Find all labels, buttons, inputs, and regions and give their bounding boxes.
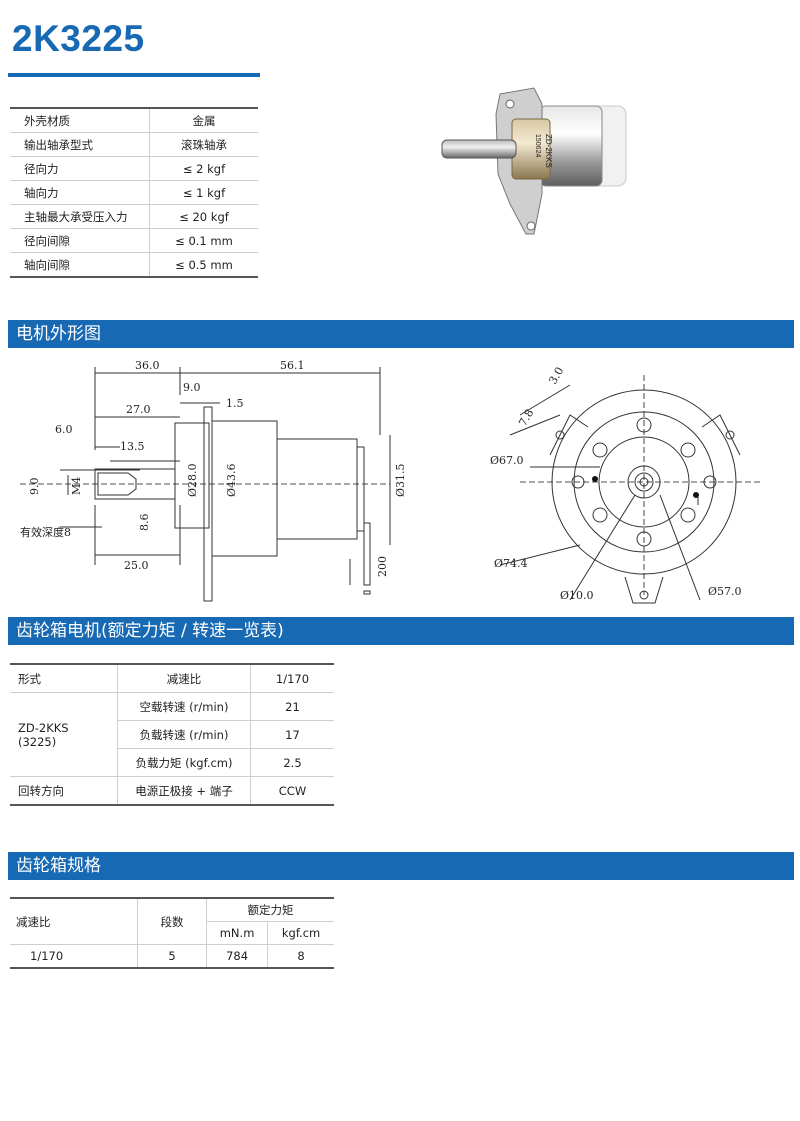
dim-label: Ø10.0	[560, 589, 594, 602]
model-sub: (3225)	[18, 734, 57, 749]
direction-condition: 电源正极接 + 端子	[117, 776, 251, 806]
spec-value: ≤ 1 kgf	[149, 180, 258, 205]
table-row: 主轴最大承受压入力≤ 20 kgf	[10, 204, 258, 229]
table-row: 径向间隙≤ 0.1 mm	[10, 228, 258, 253]
dim-label: 8.6	[138, 514, 151, 532]
row-value: 2.5	[250, 748, 334, 777]
row-label: 空载转速 (r/min)	[117, 692, 251, 721]
dim-label: 9.0	[28, 478, 41, 496]
dim-label: Ø43.6	[225, 463, 238, 497]
col-header-stages: 段数	[137, 897, 207, 945]
row-value: 21	[250, 692, 334, 721]
table-row: 轴向力≤ 1 kgf	[10, 180, 258, 205]
photo-marking: ZD-2KKS	[544, 134, 553, 168]
dim-label: Ø67.0	[490, 454, 524, 467]
table-row: 减速比 段数 额定力矩	[10, 897, 334, 945]
table-row: 径向力≤ 2 kgf	[10, 156, 258, 181]
spec-label: 轴向力	[10, 180, 150, 205]
dim-label: Ø74.4	[494, 557, 528, 570]
direction-value: CCW	[250, 776, 334, 806]
dim-label: 13.5	[120, 440, 145, 453]
col-header-ratio: 减速比	[10, 897, 138, 945]
spec-value: ≤ 0.5 mm	[149, 252, 258, 278]
dim-label: 6.0	[55, 423, 73, 436]
torque-mnm-value: 784	[205, 944, 268, 969]
spec-value: ≤ 0.1 mm	[149, 228, 258, 253]
motor-photo: ZD-2KKS 150624	[441, 87, 627, 235]
ratio-value: 1/170	[10, 944, 138, 969]
spec-label: 主轴最大承受压入力	[10, 204, 150, 229]
section-header-outline: 电机外形图	[8, 320, 794, 348]
spec-label: 轴向间隙	[10, 252, 150, 278]
stages-value: 5	[137, 944, 207, 969]
page-title: 2K3225	[12, 18, 145, 59]
table-row: 形式 减速比 1/170	[10, 663, 334, 693]
front-view-drawing: 3.0 7.8 Ø67.0 Ø74.4 Ø10.0 Ø57.0	[490, 365, 760, 604]
col-header-form: 形式	[10, 663, 118, 693]
dim-label: 1.5	[226, 397, 244, 410]
model-cell: ZD-2KKS (3225)	[10, 692, 118, 777]
dim-label: M4	[70, 477, 83, 495]
model-name: ZD-2KKS	[18, 720, 69, 735]
dim-label: 3.0	[546, 365, 566, 387]
spec-label: 径向间隙	[10, 228, 150, 253]
table-row: 回转方向 电源正极接 + 端子 CCW	[10, 776, 334, 806]
title-underline	[8, 73, 260, 77]
spec-value: 滚珠轴承	[149, 132, 258, 157]
row-label: 负载转速 (r/min)	[117, 720, 251, 749]
spec-table: 外壳材质金属 输出轴承型式滚珠轴承 径向力≤ 2 kgf 轴向力≤ 1 kgf …	[10, 107, 258, 278]
row-label: 负载力矩 (kgf.cm)	[117, 748, 251, 777]
section-header-motor: 齿轮箱电机(额定力矩 / 转速一览表)	[8, 617, 794, 645]
row-value: 17	[250, 720, 334, 749]
gearbox-spec-table: 减速比 段数 额定力矩 mN.m kgf.cm 1/170 5 784 8	[10, 897, 334, 969]
dim-label: 25.0	[124, 559, 149, 572]
spec-label: 外壳材质	[10, 107, 150, 133]
dim-label: 36.0	[135, 359, 160, 372]
motor-rating-table: 形式 减速比 1/170 ZD-2KKS (3225) 空载转速 (r/min)…	[10, 663, 334, 806]
spec-label: 输出轴承型式	[10, 132, 150, 157]
spec-value: ≤ 20 kgf	[149, 204, 258, 229]
table-row: 输出轴承型式滚珠轴承	[10, 132, 258, 157]
dim-label: Ø31.5	[394, 463, 407, 497]
spec-value: ≤ 2 kgf	[149, 156, 258, 181]
unit-kgfcm: kgf.cm	[267, 921, 334, 945]
dim-label: 200	[376, 556, 389, 577]
dim-label: Ø28.0	[186, 463, 199, 497]
side-view-drawing: 36.0 56.1 9.0 1.5 27.0 6.0 13.5 9.0 M4 8…	[20, 359, 407, 602]
section-header-gear: 齿轮箱规格	[8, 852, 794, 880]
table-row: mN.m kgf.cm	[10, 921, 334, 945]
table-row: 1/170 5 784 8	[10, 944, 334, 969]
col-header-torque: 额定力矩	[206, 897, 334, 922]
table-row: 负载力矩 (kgf.cm) 2.5	[10, 748, 334, 777]
table-row: 负载转速 (r/min) 17	[10, 720, 334, 749]
unit-mnm: mN.m	[205, 921, 268, 945]
table-row: 轴向间隙≤ 0.5 mm	[10, 252, 258, 278]
col-header-ratio: 减速比	[117, 663, 251, 693]
torque-kgfcm-value: 8	[267, 944, 334, 969]
dim-label: 27.0	[126, 403, 151, 416]
spec-value: 金属	[149, 107, 258, 133]
table-row: 外壳材质金属	[10, 107, 258, 133]
photo-marking: 150624	[534, 134, 541, 157]
dim-label: 有效深度8	[20, 525, 71, 539]
spec-label: 径向力	[10, 156, 150, 181]
dim-label: 9.0	[183, 381, 201, 394]
direction-label: 回转方向	[10, 776, 118, 806]
table-row: ZD-2KKS (3225) 空载转速 (r/min) 21	[10, 692, 334, 777]
dim-label: Ø57.0	[708, 585, 742, 598]
dim-label: 56.1	[280, 359, 305, 372]
ratio-value: 1/170	[250, 663, 334, 693]
